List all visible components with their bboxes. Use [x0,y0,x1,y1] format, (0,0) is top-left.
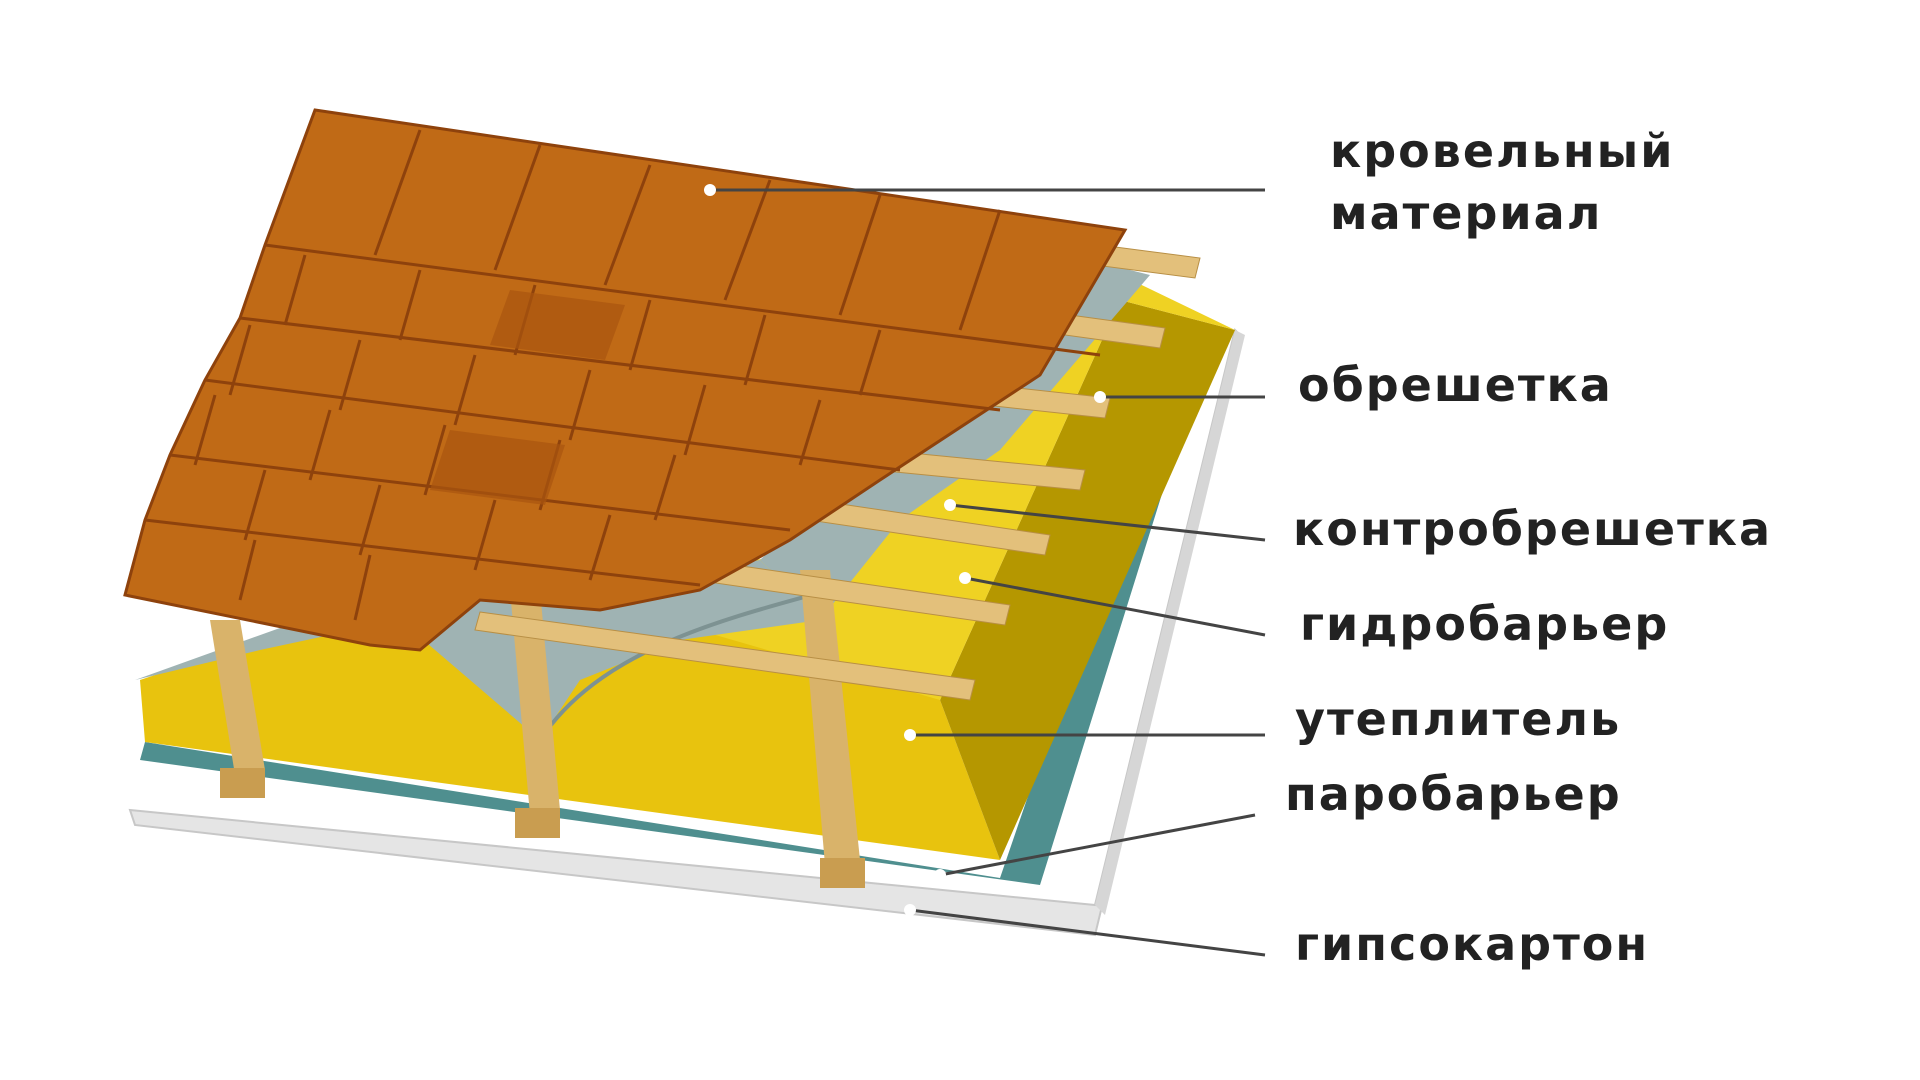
roofing-dark-tile [430,430,565,505]
label-roofing-material: кровельный материал [1330,120,1674,244]
label-vapor-barrier: паробарьер [1285,767,1622,821]
insulation-side [940,300,1235,860]
batten-1 [474,611,976,701]
roofing-material [123,108,1128,652]
label-drywall: гипсокартон [1295,917,1650,971]
label-waterproofing: гидробарьер [1300,597,1670,651]
shingle-grid [144,129,1101,621]
rafter-2-foot [515,808,560,838]
roofing-dark-tile [490,290,625,360]
label-roofing-line-2: материал [1330,186,1603,240]
rafter-2 [510,590,560,815]
leader-drywall [909,908,1266,957]
label-batten: обрешетка [1298,358,1613,412]
leader-lines [710,188,1266,957]
leader-vapor-barrier [939,813,1256,877]
leader-dots [704,184,1106,916]
leader-counter-batten [949,503,1266,542]
rafter-3-foot [820,858,865,888]
drywall-side [1095,330,1245,915]
label-counter-batten: контробрешетка [1293,502,1773,556]
rafter-1-foot [220,768,265,798]
label-insulation: утеплитель [1295,692,1622,746]
label-roofing-line-1: кровельный [1330,124,1675,178]
waterproofing-membrane [135,560,820,740]
rafter-1 [210,620,265,775]
rafter-3 [800,570,860,865]
leader-waterproofing [964,576,1266,637]
